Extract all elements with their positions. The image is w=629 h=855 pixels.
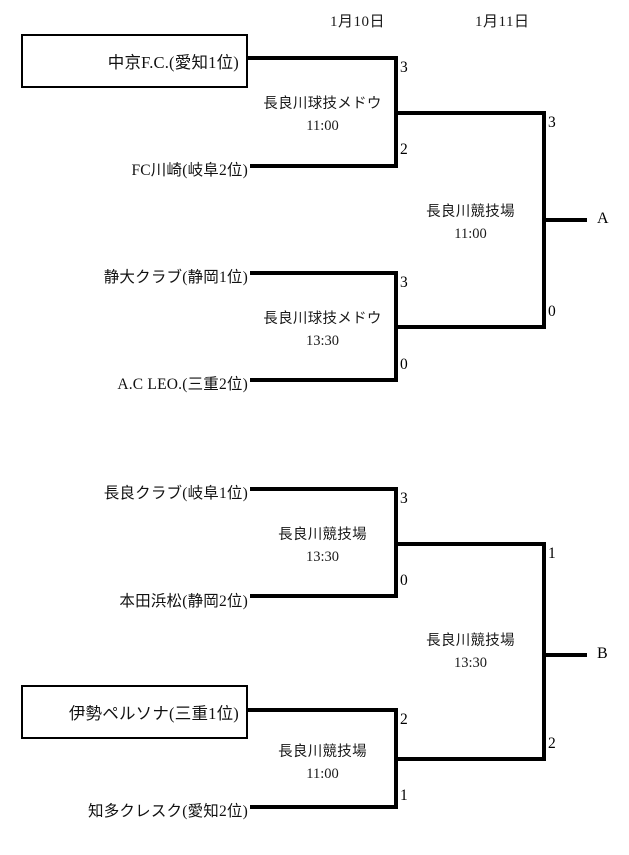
team-b2: 本田浜松(静岡2位) — [119, 593, 248, 610]
venue-b-final: 長良川競技場 — [426, 633, 515, 649]
connector-a1-bottom — [250, 164, 398, 168]
score-a-final-top: 3 — [548, 114, 556, 131]
team-b4: 知多クレスク(愛知2位) — [88, 803, 248, 820]
connector-a2-bottom — [250, 378, 398, 382]
venue-a-round1-match2: 長良川球技メドウ — [263, 311, 382, 327]
connector-b-final-bottom — [394, 757, 546, 761]
score-a-round1-match2-bottom: 0 — [400, 356, 408, 373]
venue-b-round1-match2: 長良川競技場 — [278, 744, 367, 760]
score-a-round1-match2-top: 3 — [400, 274, 408, 291]
time-a-round1-match1: 11:00 — [306, 118, 339, 134]
score-b-round1-match1-top: 3 — [400, 490, 408, 507]
team-a2: FC川崎(岐阜2位) — [131, 162, 248, 179]
venue-a-final: 長良川競技場 — [426, 204, 515, 220]
connector-b-output — [542, 653, 587, 657]
connector-b1-top — [250, 487, 398, 491]
score-a-final-bottom: 0 — [548, 303, 556, 320]
connector-b-final-top — [394, 542, 546, 546]
team-a1-boxed: 中京F.C.(愛知1位) — [21, 34, 248, 88]
output-label-a: A — [597, 210, 609, 227]
time-b-round1-match1: 13:30 — [305, 549, 340, 565]
connector-a-output — [542, 218, 587, 222]
connector-a-final-top — [394, 111, 546, 115]
time-b-final: 13:30 — [453, 655, 488, 671]
time-b-round1-match2: 11:00 — [306, 766, 339, 782]
connector-a1-top — [248, 56, 398, 60]
connector-b2-top — [248, 708, 398, 712]
connector-b2-bottom — [250, 805, 398, 809]
team-a3: 静大クラブ(静岡1位) — [103, 269, 248, 286]
score-b-round1-match1-bottom: 0 — [400, 572, 408, 589]
score-b-final-bottom: 2 — [548, 735, 556, 752]
time-a-round1-match2: 13:30 — [305, 333, 340, 349]
connector-a-final-bottom — [394, 325, 546, 329]
score-a-round1-match1-bottom: 2 — [400, 141, 408, 158]
date-header-round2: 1月11日 — [475, 14, 530, 30]
score-b-final-top: 1 — [548, 545, 556, 562]
team-b1: 長良クラブ(岐阜1位) — [103, 485, 248, 502]
score-b-round1-match2-bottom: 1 — [400, 787, 408, 804]
venue-b-round1-match1: 長良川競技場 — [278, 527, 367, 543]
venue-a-round1-match1: 長良川球技メドウ — [263, 96, 382, 112]
output-label-b: B — [597, 645, 608, 662]
connector-b1-bottom — [250, 594, 398, 598]
team-a4: A.C LEO.(三重2位) — [117, 376, 248, 393]
score-b-round1-match2-top: 2 — [400, 711, 408, 728]
score-a-round1-match1-top: 3 — [400, 59, 408, 76]
team-b3-boxed: 伊勢ペルソナ(三重1位) — [21, 685, 248, 739]
connector-b-final-vertical — [542, 542, 546, 761]
time-a-final: 11:00 — [454, 226, 487, 242]
connector-a2-top — [250, 271, 398, 275]
date-header-round1: 1月10日 — [330, 14, 386, 30]
